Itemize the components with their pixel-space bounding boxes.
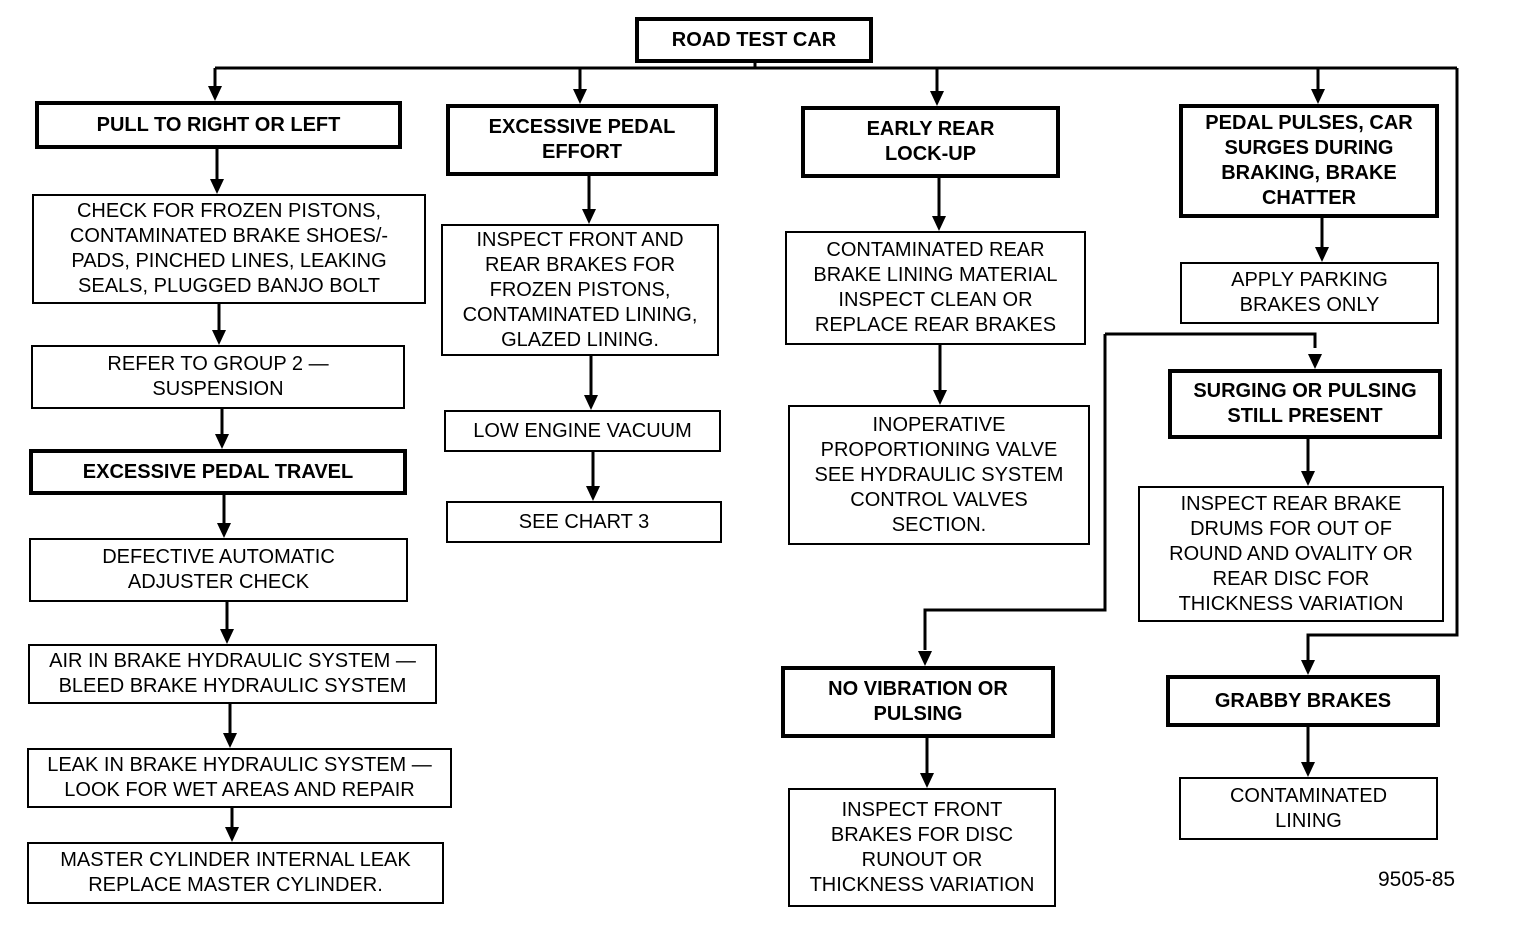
node-excessive-pedal-travel: EXCESSIVE PEDAL TRAVEL bbox=[29, 449, 407, 495]
node-contaminated-rear-lining: CONTAMINATED REAR BRAKE LINING MATERIAL … bbox=[785, 231, 1086, 345]
arrowhead bbox=[586, 486, 600, 501]
arrowhead bbox=[217, 523, 231, 538]
arrowhead bbox=[1315, 247, 1329, 262]
arrowhead bbox=[930, 91, 944, 106]
arrowhead bbox=[1308, 354, 1322, 369]
arrowhead bbox=[223, 733, 237, 748]
node-no-vibration: NO VIBRATION OR PULSING bbox=[781, 666, 1055, 738]
node-inoperative-valve: INOPERATIVE PROPORTIONING VALVE SEE HYDR… bbox=[788, 405, 1090, 545]
arrowhead bbox=[1301, 762, 1315, 777]
node-apply-parking-brakes: APPLY PARKING BRAKES ONLY bbox=[1180, 262, 1439, 324]
node-contaminated-lining: CONTAMINATED LINING bbox=[1179, 777, 1438, 840]
node-low-engine-vacuum: LOW ENGINE VACUUM bbox=[444, 410, 721, 452]
node-excessive-pedal-effort: EXCESSIVE PEDAL EFFORT bbox=[446, 104, 718, 176]
arrowhead bbox=[920, 773, 934, 788]
arrowhead bbox=[208, 86, 222, 101]
arrowhead bbox=[932, 216, 946, 231]
node-pedal-pulses: PEDAL PULSES, CAR SURGES DURING BRAKING,… bbox=[1179, 104, 1439, 218]
arrowhead bbox=[225, 827, 239, 842]
node-pull-right-left: PULL TO RIGHT OR LEFT bbox=[35, 101, 402, 149]
node-leak-in-hydraulic: LEAK IN BRAKE HYDRAULIC SYSTEM — LOOK FO… bbox=[27, 748, 452, 808]
arrowhead bbox=[1301, 471, 1315, 486]
arrowhead bbox=[210, 179, 224, 194]
node-check-frozen-pistons: CHECK FOR FROZEN PISTONS, CONTAMINATED B… bbox=[32, 194, 426, 304]
arrowhead bbox=[582, 209, 596, 224]
arrowhead bbox=[918, 651, 932, 666]
node-defective-adjuster: DEFECTIVE AUTOMATIC ADJUSTER CHECK bbox=[29, 538, 408, 602]
node-air-in-hydraulic: AIR IN BRAKE HYDRAULIC SYSTEM — BLEED BR… bbox=[28, 644, 437, 704]
node-inspect-rear-drums: INSPECT REAR BRAKE DRUMS FOR OUT OF ROUN… bbox=[1138, 486, 1444, 622]
node-surging-still-present: SURGING OR PULSING STILL PRESENT bbox=[1168, 369, 1442, 439]
arrowhead bbox=[215, 434, 229, 449]
node-see-chart-3: SEE CHART 3 bbox=[446, 501, 722, 543]
arrowhead bbox=[212, 330, 226, 345]
arrowhead bbox=[584, 395, 598, 410]
figure-number: 9505-85 bbox=[1378, 868, 1456, 891]
arrowhead bbox=[1301, 660, 1315, 675]
arrowhead bbox=[573, 89, 587, 104]
node-road-test-car: ROAD TEST CAR bbox=[635, 17, 873, 63]
arrowhead bbox=[1311, 89, 1325, 104]
arrowhead bbox=[933, 390, 947, 405]
node-master-cylinder-leak: MASTER CYLINDER INTERNAL LEAK REPLACE MA… bbox=[27, 842, 444, 904]
node-inspect-front-disc: INSPECT FRONT BRAKES FOR DISC RUNOUT OR … bbox=[788, 788, 1056, 907]
node-inspect-front-rear: INSPECT FRONT AND REAR BRAKES FOR FROZEN… bbox=[441, 224, 719, 356]
node-refer-group-2: REFER TO GROUP 2 — SUSPENSION bbox=[31, 345, 405, 409]
arrowhead bbox=[220, 629, 234, 644]
connector-line bbox=[1105, 332, 1317, 348]
node-grabby-brakes: GRABBY BRAKES bbox=[1166, 675, 1440, 727]
node-early-rear-lockup: EARLY REAR LOCK-UP bbox=[801, 106, 1060, 178]
